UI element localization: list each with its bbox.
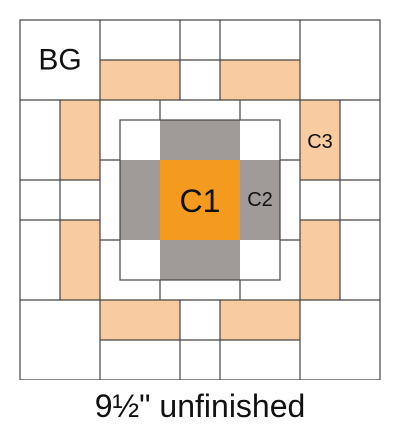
c3-rect-bottom-right	[220, 300, 300, 340]
c3-rect-right-bottom	[300, 220, 340, 300]
seam-lines	[20, 20, 380, 380]
c3-rect-top-left	[100, 60, 180, 100]
c3-rect-top-right	[220, 60, 300, 100]
label-c3: C3	[307, 131, 333, 153]
label-c2: C2	[247, 189, 273, 211]
c2-rect-right	[240, 160, 280, 240]
label-c1: C1	[180, 183, 221, 219]
c3-rect-left-top	[60, 100, 100, 180]
size-caption: 9½" unfinished	[94, 388, 306, 424]
c3-rect-bottom-left	[100, 300, 180, 340]
quilt-block-diagram: BG C1 C2 C3	[19, 19, 381, 380]
c3-rect-right-top	[300, 100, 340, 180]
label-bg: BG	[38, 44, 81, 77]
c1-center-square	[160, 160, 240, 240]
c3-rect-left-bottom	[60, 220, 100, 300]
c2-rect-left	[120, 160, 160, 240]
c2-rect-bottom	[160, 240, 240, 280]
c2-rect-top	[160, 120, 240, 160]
